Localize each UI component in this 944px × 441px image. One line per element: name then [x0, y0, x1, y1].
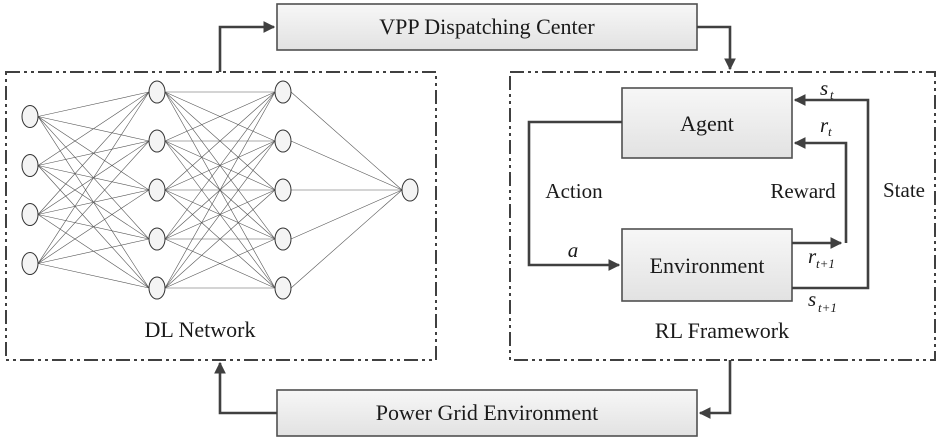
nn-edge — [37, 238, 150, 264]
nn-edge — [164, 91, 276, 191]
nn-edge — [37, 263, 150, 289]
state-label: State — [883, 178, 925, 202]
vpp-dispatching-center-box — [276, 3, 698, 51]
nn-edge — [164, 91, 276, 240]
nn-node-layer-3 — [274, 80, 292, 104]
nn-node-layer-4 — [401, 178, 419, 202]
svg-text:t: t — [830, 87, 834, 102]
nn-node-layer-3 — [274, 178, 292, 202]
dl-network-panel — [5, 71, 437, 361]
symbol-r-t-plus-1: r t+1 — [808, 244, 835, 271]
dl-to-vpp-arrow — [218, 21, 276, 72]
nn-node-layer-1 — [21, 154, 39, 177]
power-grid-environment-box — [276, 389, 698, 437]
nn-edge — [37, 91, 150, 166]
svg-text:t+1: t+1 — [818, 300, 837, 315]
nn-node-layer-1 — [21, 105, 39, 128]
action-symbol-a: a — [568, 238, 579, 262]
agent-label: Agent — [680, 111, 734, 136]
nn-edge — [164, 91, 276, 142]
symbol-r-t: r t — [820, 113, 832, 139]
svg-text:s: s — [808, 287, 816, 311]
nn-edge — [164, 189, 276, 289]
svg-text:t+1: t+1 — [816, 256, 835, 271]
nn-node-layer-3 — [274, 227, 292, 251]
agent-box — [621, 87, 793, 159]
nn-node-layer-3 — [274, 129, 292, 153]
svg-text:s: s — [820, 76, 828, 100]
grid-to-dl-arrow — [214, 361, 277, 415]
nn-node-layer-2 — [148, 80, 166, 104]
nn-node-layer-1 — [21, 252, 39, 275]
rl-to-grid-arrow — [698, 360, 732, 419]
nn-node-layer-2 — [148, 178, 166, 202]
neural-network — [21, 80, 419, 300]
reward-feedback-arrow — [793, 137, 848, 243]
environment-label: Environment — [650, 253, 765, 278]
rl-framework-panel — [509, 71, 936, 361]
nn-edge — [290, 140, 403, 191]
nn-edge — [290, 91, 403, 191]
environment-box — [621, 228, 793, 302]
nn-edge — [37, 91, 150, 117]
nn-node-layer-2 — [148, 129, 166, 153]
nn-edge — [290, 189, 403, 240]
nn-edge — [164, 238, 276, 289]
reward-label: Reward — [770, 179, 836, 203]
nn-node-layer-2 — [148, 276, 166, 300]
symbol-s-t: s t — [820, 76, 834, 102]
svg-text:r: r — [808, 244, 817, 268]
power-grid-environment-label: Power Grid Environment — [376, 400, 598, 425]
vpp-dispatching-center-label: VPP Dispatching Center — [379, 14, 595, 39]
svg-text:r: r — [820, 113, 829, 137]
nn-edge — [37, 91, 150, 215]
rl-framework-label: RL Framework — [655, 318, 789, 343]
symbol-s-t-plus-1: s t+1 — [808, 287, 837, 315]
nn-node-layer-3 — [274, 276, 292, 300]
state-feedback-arrow — [793, 94, 870, 290]
nn-edge — [164, 140, 276, 289]
action-arrow — [527, 120, 622, 271]
nn-edge — [37, 140, 150, 264]
nn-edge — [37, 91, 150, 264]
nn-edge — [164, 91, 276, 289]
nn-node-layer-1 — [21, 203, 39, 226]
nn-node-layer-2 — [148, 227, 166, 251]
vpp-to-rl-arrow — [697, 25, 736, 71]
dl-network-label: DL Network — [145, 317, 256, 342]
action-label: Action — [545, 179, 603, 203]
svg-text:t: t — [828, 124, 832, 139]
nn-edge — [290, 189, 403, 289]
nn-edge — [37, 189, 150, 264]
